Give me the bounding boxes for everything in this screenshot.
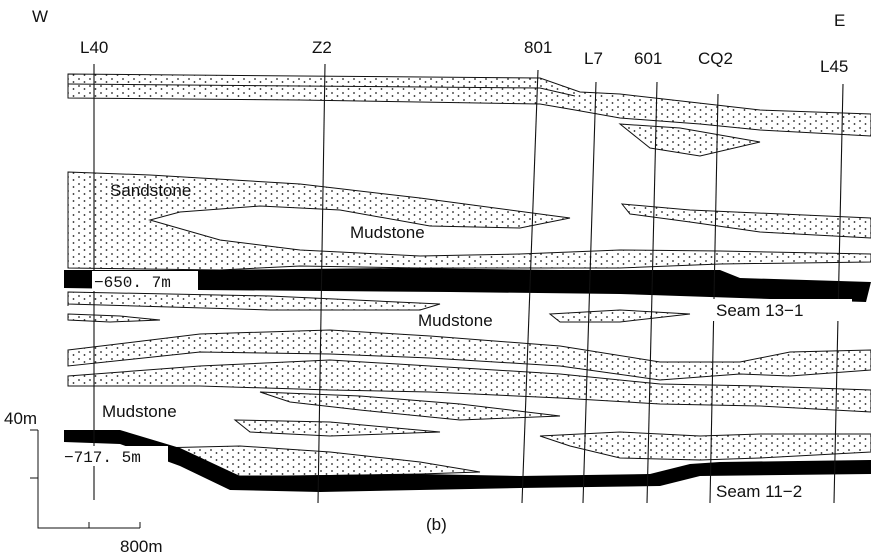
- borehole-line-601: [646, 81, 658, 504]
- borehole-line-L7: [582, 81, 597, 504]
- east-label: E: [834, 11, 845, 30]
- sandstone-lens: [259, 391, 561, 421]
- sandstone-lens: [620, 203, 871, 239]
- elevation-label-lower: −717. 5m: [64, 449, 141, 467]
- figure-caption: (b): [426, 515, 447, 534]
- sandstone-layer: [67, 329, 871, 381]
- sandstone-layers: [67, 73, 871, 477]
- borehole-line-L45: [833, 83, 844, 504]
- mudstone-label: Mudstone: [102, 402, 177, 421]
- coal-seam-11-2: [64, 430, 871, 492]
- layer-boundary: [67, 83, 576, 97]
- mudstone-label: Mudstone: [350, 223, 425, 242]
- borehole-label: L7: [584, 49, 603, 68]
- elevation-label-upper: −650. 7m: [94, 274, 171, 292]
- borehole-label: CQ2: [698, 49, 733, 68]
- sandstone-layer: [67, 359, 871, 413]
- borehole-labels: L40 Z2 801 L7 601 CQ2 L45: [80, 38, 848, 76]
- sandstone-lens: [233, 419, 441, 437]
- borehole-label: L40: [80, 38, 108, 57]
- west-label: W: [32, 7, 48, 26]
- vertical-scale-label: 40m: [4, 409, 37, 428]
- seam-label-lower: Seam 11−2: [716, 482, 802, 501]
- borehole-line-Z2: [317, 63, 326, 504]
- mudstone-label: Mudstone: [418, 311, 493, 330]
- sandstone-lens: [548, 309, 691, 323]
- scale-bar: [30, 429, 141, 529]
- seam-label-upper: Seam 13−1: [716, 301, 803, 320]
- sandstone-lens: [67, 313, 161, 323]
- sandstone-layer: [67, 291, 441, 311]
- sandstone-label: Sandstone: [110, 181, 191, 200]
- horizontal-scale-label: 800m: [120, 537, 163, 555]
- coal-seams: [64, 268, 871, 492]
- sandstone-layer: [67, 171, 871, 271]
- borehole-label: L45: [820, 57, 848, 76]
- borehole-label: 801: [524, 38, 552, 57]
- sandstone-lens: [618, 123, 761, 157]
- sandstone-layer: [67, 73, 871, 137]
- coal-seam-13-1: [64, 268, 871, 302]
- borehole-line-CQ2: [709, 93, 719, 504]
- borehole-label: Z2: [312, 38, 332, 57]
- borehole-line-801: [521, 69, 539, 504]
- layer-boundaries: [67, 83, 576, 306]
- sandstone-layer: [539, 431, 871, 461]
- borehole-label: 601: [634, 49, 662, 68]
